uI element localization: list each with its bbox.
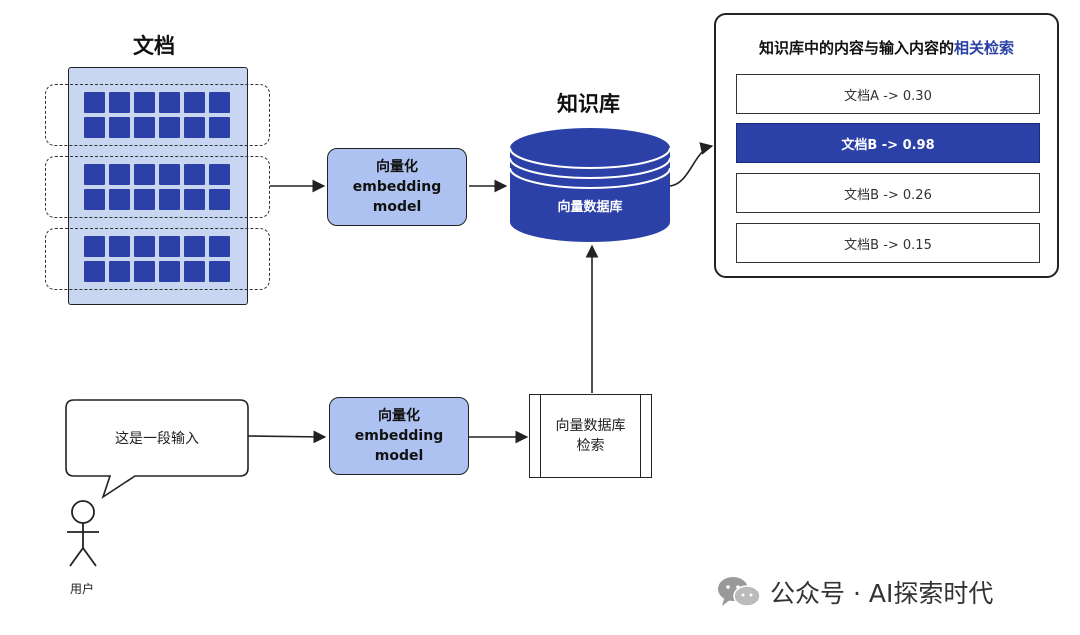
grid-cell [184, 236, 205, 257]
grid-cell [134, 236, 155, 257]
grid-cell [84, 236, 105, 257]
model-label-line1: 向量化 [378, 408, 420, 424]
user-icon [67, 500, 99, 567]
grid-cell [209, 92, 230, 113]
speech-bubble [65, 399, 249, 499]
grid-cell [134, 189, 155, 210]
arrow-db-to-results [669, 142, 714, 187]
embedding-grid [84, 164, 230, 210]
grid-cell [209, 236, 230, 257]
result-row: 文档B -> 0.26 [736, 173, 1040, 213]
grid-cell [109, 189, 130, 210]
grid-cell [209, 164, 230, 185]
grid-cell [84, 117, 105, 138]
grid-cell [159, 236, 180, 257]
grid-cell [134, 92, 155, 113]
embedding-grid [84, 236, 230, 282]
grid-cell [134, 164, 155, 185]
watermark-text: 公众号 · AI探索时代 [770, 579, 994, 608]
grid-cell [109, 164, 130, 185]
result-row: 文档B -> 0.15 [736, 223, 1040, 263]
grid-cell [184, 261, 205, 282]
grid-cell [184, 117, 205, 138]
arrow-input-to-model [246, 430, 327, 444]
embedding-model-box: 向量化 embedding model [329, 397, 469, 475]
grid-cell [109, 92, 130, 113]
model-label-line1: 向量化 [376, 159, 418, 175]
grid-cell [84, 261, 105, 282]
grid-cell [84, 189, 105, 210]
model-label-line3: model [372, 199, 422, 215]
grid-cell [209, 261, 230, 282]
grid-cell [159, 164, 180, 185]
grid-cell [134, 261, 155, 282]
embedding-model-box: 向量化 embedding model [327, 148, 467, 226]
document-chunk [45, 84, 270, 146]
grid-cell [209, 117, 230, 138]
grid-cell [209, 189, 230, 210]
wechat-icon [718, 577, 761, 607]
results-title-prefix: 知识库中的内容与输入内容的 [758, 39, 954, 57]
embedding-grid [84, 92, 230, 138]
user-input-text: 这是一段输入 [115, 431, 199, 447]
grid-cell [84, 92, 105, 113]
grid-cell [184, 164, 205, 185]
document-chunk [45, 228, 270, 290]
grid-cell [109, 236, 130, 257]
watermark: 公众号 · AI探索时代 [716, 574, 993, 610]
model-label-line3: model [374, 448, 424, 464]
retrieval-label-line2: 检索 [576, 438, 605, 454]
result-row-top-match: 文档B -> 0.98 [736, 123, 1040, 163]
grid-cell [134, 117, 155, 138]
grid-cell [159, 189, 180, 210]
results-title: 知识库中的内容与输入内容的相关检索 [716, 37, 1057, 58]
grid-cell [184, 189, 205, 210]
vector-db-retrieval-box: 向量数据库 检索 [529, 394, 652, 478]
grid-cell [109, 261, 130, 282]
process-bar-left [530, 395, 541, 477]
knowledge-base-title: 知识库 [557, 92, 620, 116]
grid-cell [184, 92, 205, 113]
user-label: 用户 [70, 582, 95, 596]
vector-db-label: 向量数据库 [557, 200, 623, 215]
model-label-line2: embedding [352, 179, 442, 195]
retrieval-label-line1: 向量数据库 [555, 418, 626, 434]
grid-cell [159, 261, 180, 282]
grid-cell [84, 164, 105, 185]
model-label-line2: embedding [354, 428, 444, 444]
grid-cell [159, 92, 180, 113]
process-bar-right [640, 395, 651, 477]
result-row: 文档A -> 0.30 [736, 74, 1040, 114]
database-icon [509, 128, 671, 242]
grid-cell [109, 117, 130, 138]
document-chunk [45, 156, 270, 218]
retrieval-results-panel: 知识库中的内容与输入内容的相关检索 文档A -> 0.30 文档B -> 0.9… [714, 13, 1059, 278]
grid-cell [159, 117, 180, 138]
documents-title: 文档 [133, 34, 175, 58]
results-title-highlight: 相关检索 [954, 39, 1015, 57]
